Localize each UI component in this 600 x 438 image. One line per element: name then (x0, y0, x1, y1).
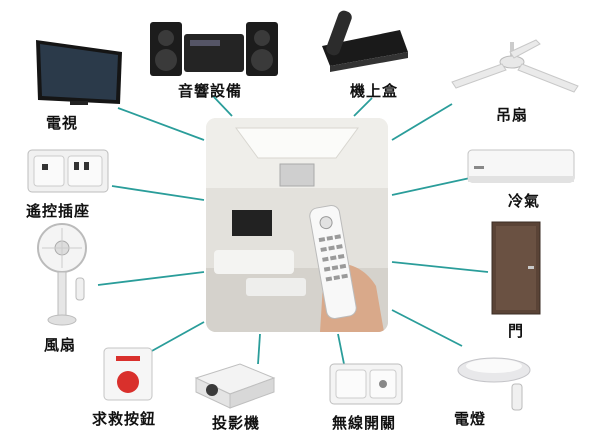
label-projector: 投影機 (212, 414, 261, 432)
connector-wall-socket (111, 185, 205, 201)
living-room-scene (206, 118, 388, 332)
label-settop: 機上盒 (350, 82, 399, 100)
connector-lamp (391, 309, 463, 347)
label-audio: 音響設備 (178, 82, 243, 100)
connector-ceiling-fan (391, 103, 453, 141)
connector-air-con (391, 177, 471, 196)
label-tv: 電視 (46, 114, 79, 132)
remote-buttons (318, 216, 348, 282)
connector-stand-fan (97, 271, 205, 286)
air-conditioner-icon (467, 149, 575, 183)
projector-icon (194, 363, 276, 409)
connector-sos (149, 321, 205, 353)
label-ceiling-fan: 吊扇 (496, 106, 529, 124)
connector-projector (257, 333, 261, 365)
label-stand-fan: 風扇 (44, 336, 77, 354)
connector-lines (97, 95, 489, 365)
connector-tv (117, 107, 205, 141)
label-lamp: 電燈 (454, 410, 487, 428)
connector-audio (212, 95, 233, 117)
lamp-icon (457, 357, 531, 411)
ceiling-fan-icon (451, 39, 579, 93)
label-door: 門 (508, 322, 525, 340)
living-room-photo (206, 118, 388, 332)
door-icon (491, 221, 541, 315)
stand-fan-icon (37, 223, 87, 326)
wall-socket-icon (27, 149, 109, 193)
wireless-switch-icon (329, 363, 403, 405)
connector-wireless-switch (337, 333, 345, 365)
settop-box-icon (322, 10, 408, 72)
audio-system-icon (150, 22, 278, 76)
connector-door (391, 261, 489, 273)
label-air-con: 冷氣 (508, 192, 541, 210)
sos-button-icon (103, 347, 153, 401)
connector-settop (353, 97, 373, 117)
label-sos-button: 求救按鈕 (92, 410, 157, 428)
tv-icon (36, 40, 122, 105)
label-wireless-switch: 無線開關 (332, 414, 397, 432)
label-wall-socket: 遙控插座 (26, 202, 91, 220)
